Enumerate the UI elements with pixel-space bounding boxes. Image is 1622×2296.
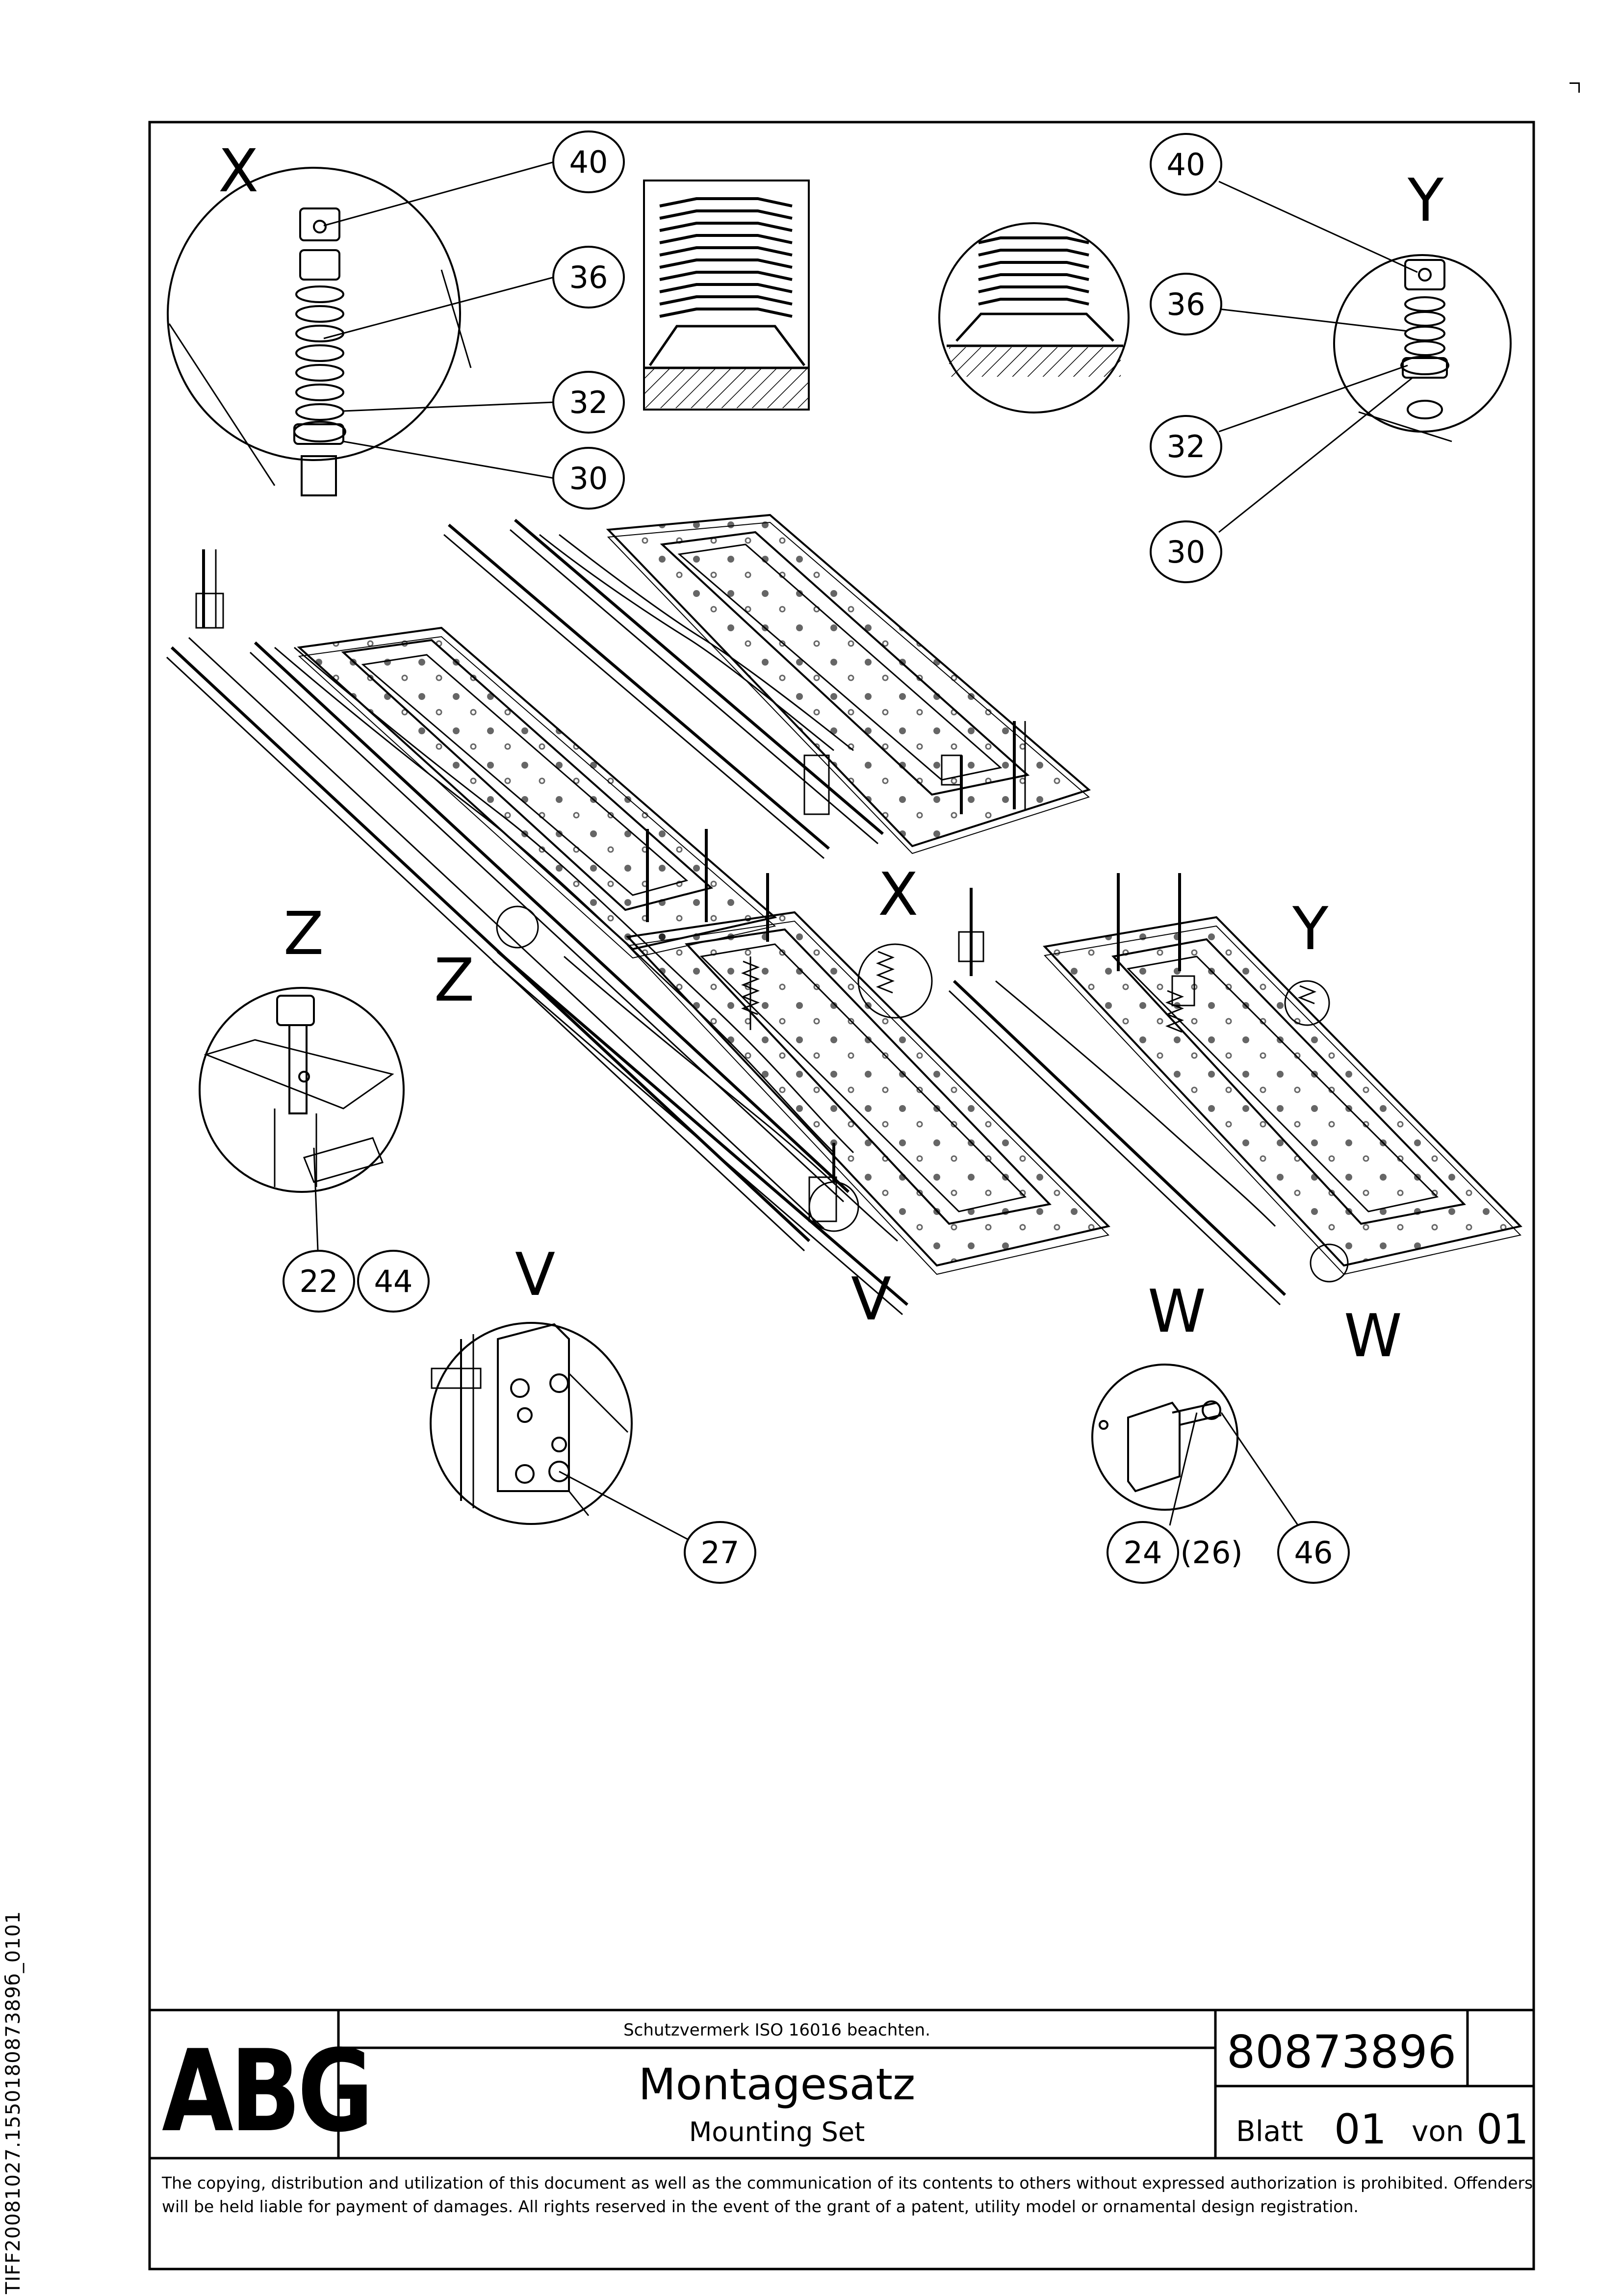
callout-y-36: 36	[1167, 286, 1206, 322]
title-english: Mounting Set	[689, 2116, 865, 2147]
sheet-total: 01	[1476, 2105, 1529, 2153]
detail-w	[1091, 1364, 1301, 1528]
sheet-number: 01	[1334, 2105, 1387, 2153]
detail-z	[199, 987, 405, 1276]
plate-assembly-3	[492, 911, 1110, 1316]
spring-detail-circle	[938, 222, 1130, 413]
title-block-frame	[150, 2009, 1534, 2160]
view-label-y: Y	[1407, 167, 1444, 235]
corner-mark	[1570, 82, 1580, 93]
brand-logo: ABG	[162, 2026, 373, 2157]
callout-x-40: 40	[569, 144, 608, 180]
callout-y-40: 40	[1167, 147, 1206, 182]
side-identifier: TIFF20081027.155018087389б_0101	[2, 1910, 25, 2294]
detail-v	[430, 1322, 695, 1544]
view-label-v-assembly: V	[851, 1265, 891, 1334]
callout-bubbles	[283, 130, 1350, 1584]
callout-y-32: 32	[1167, 429, 1206, 464]
view-label-y-assembly: Y	[1292, 895, 1329, 963]
main-assembly	[166, 514, 1522, 1316]
drawing-frame	[148, 121, 1535, 2270]
view-label-z: Z	[283, 900, 324, 968]
view-label-w: W	[1148, 1278, 1206, 1346]
callout-x-32: 32	[569, 385, 608, 420]
spring-stack-section	[643, 180, 810, 411]
detail-y	[1218, 181, 1512, 533]
callout-w-46: 46	[1294, 1535, 1333, 1571]
callout-v-27: 27	[701, 1535, 740, 1571]
view-labels: X Y X Y Z Z V V W W	[218, 137, 1444, 1370]
callout-z-22: 22	[300, 1264, 338, 1299]
callout-z-44: 44	[374, 1264, 413, 1299]
sheet-label: Blatt	[1236, 2115, 1303, 2148]
callout-x-30: 30	[569, 461, 608, 496]
callout-w-24: 24	[1124, 1535, 1162, 1571]
view-label-z-assembly: Z	[434, 947, 474, 1015]
callout-x-36: 36	[569, 259, 608, 295]
view-label-w-assembly: W	[1344, 1302, 1402, 1370]
view-label-x: X	[218, 137, 258, 206]
callout-y-30: 30	[1167, 534, 1206, 570]
callout-numbers: 40 36 32 30 40 36 32 30 22 44 27 24 (26)…	[300, 144, 1333, 1571]
view-label-v: V	[515, 1241, 555, 1309]
detail-x	[167, 161, 555, 496]
of-label: von	[1412, 2115, 1464, 2148]
plate-assembly-1	[443, 514, 1091, 859]
title-german: Montagesatz	[639, 2059, 915, 2110]
view-label-x-assembly: X	[878, 861, 918, 929]
callout-w-26: (26)	[1180, 1535, 1242, 1571]
drawing-number: 80873896	[1227, 2026, 1456, 2078]
title-block-text: Schutzvermerk ISO 16016 beachten. Montag…	[623, 2020, 1529, 2153]
legal-notice: The copying, distribution and utilizatio…	[162, 2173, 1533, 2216]
plate-assembly-4	[948, 873, 1522, 1306]
protection-note: Schutzvermerk ISO 16016 beachten.	[623, 2020, 930, 2040]
